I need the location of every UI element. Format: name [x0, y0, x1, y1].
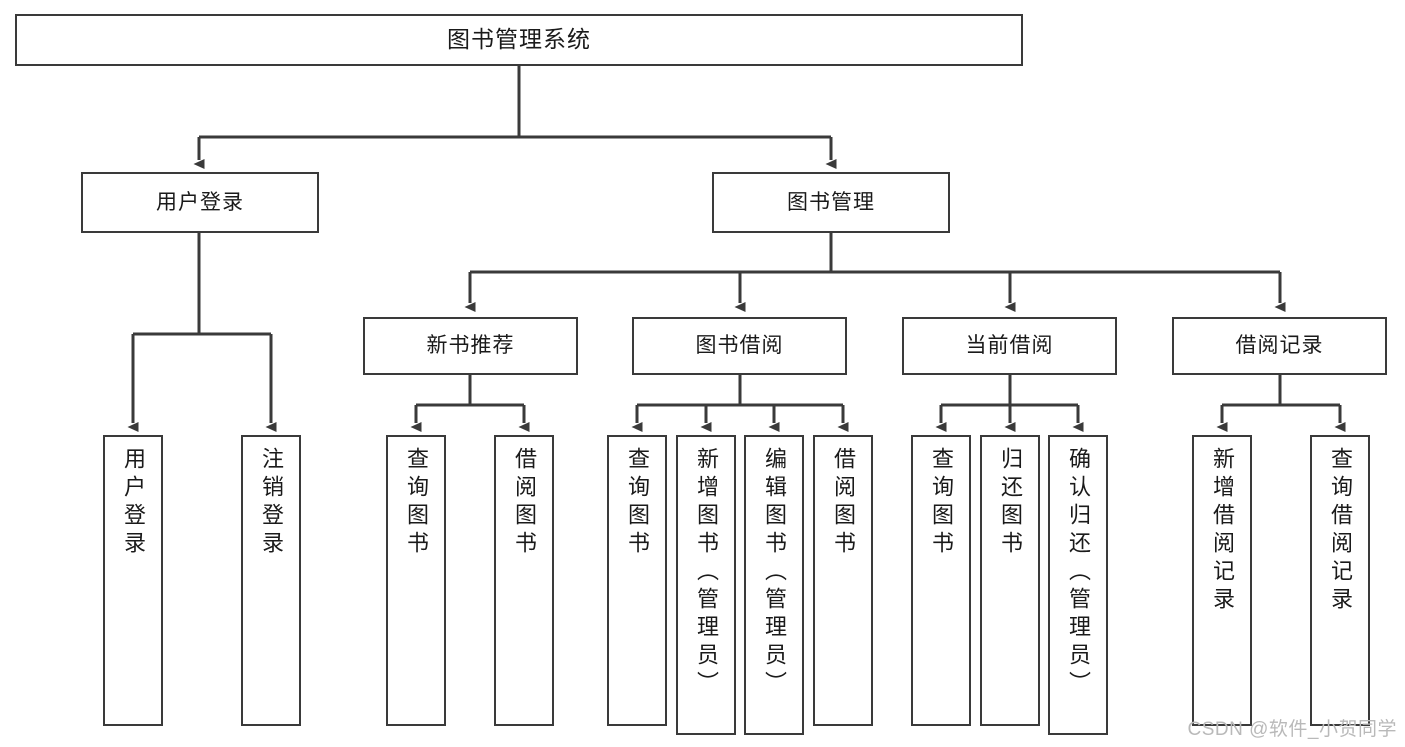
node-leaf-user-login-label: 用户登录 [121, 447, 146, 559]
node-book-management-label: 图书管理 [787, 190, 875, 214]
node-leaf-query-book-borrow[interactable]: 查询图书 [607, 435, 667, 726]
node-leaf-confirm-return-admin-label: 确认归还（管理员） [1066, 447, 1091, 699]
node-leaf-logout[interactable]: 注销登录 [241, 435, 301, 726]
node-leaf-add-book-admin-label: 新增图书（管理员） [694, 447, 719, 699]
node-leaf-return-book[interactable]: 归还图书 [980, 435, 1040, 726]
node-leaf-edit-book-admin-label: 编辑图书（管理员） [762, 447, 787, 699]
node-root-system[interactable]: 图书管理系统 [15, 14, 1023, 66]
node-leaf-edit-book-admin[interactable]: 编辑图书（管理员） [744, 435, 804, 735]
node-leaf-query-book-recommend[interactable]: 查询图书 [386, 435, 446, 726]
node-leaf-query-book-current[interactable]: 查询图书 [911, 435, 971, 726]
node-book-borrow[interactable]: 图书借阅 [632, 317, 847, 375]
node-new-book-recommend-label: 新书推荐 [426, 334, 515, 358]
node-leaf-query-book-recommend-label: 查询图书 [404, 447, 429, 559]
node-book-borrow-label: 图书借阅 [695, 334, 784, 358]
node-leaf-query-book-borrow-label: 查询图书 [625, 447, 650, 559]
node-root-system-label: 图书管理系统 [447, 26, 591, 53]
node-leaf-borrow-book-label: 借阅图书 [831, 447, 856, 559]
node-leaf-query-borrow-record[interactable]: 查询借阅记录 [1310, 435, 1370, 726]
node-current-borrow[interactable]: 当前借阅 [902, 317, 1117, 375]
node-current-borrow-label: 当前借阅 [965, 334, 1054, 358]
node-user-login[interactable]: 用户登录 [81, 172, 319, 233]
watermark-text: CSDN @软件_小贺同学 [1187, 719, 1397, 740]
node-leaf-user-login[interactable]: 用户登录 [103, 435, 163, 726]
node-new-book-recommend[interactable]: 新书推荐 [363, 317, 578, 375]
node-leaf-return-book-label: 归还图书 [998, 447, 1023, 559]
node-leaf-add-borrow-record[interactable]: 新增借阅记录 [1192, 435, 1252, 726]
node-user-login-label: 用户登录 [156, 190, 244, 214]
node-leaf-borrow-book-recommend[interactable]: 借阅图书 [494, 435, 554, 726]
node-borrow-record-label: 借阅记录 [1235, 334, 1324, 358]
node-leaf-borrow-book-recommend-label: 借阅图书 [512, 447, 537, 559]
node-leaf-add-book-admin[interactable]: 新增图书（管理员） [676, 435, 736, 735]
node-leaf-confirm-return-admin[interactable]: 确认归还（管理员） [1048, 435, 1108, 735]
node-leaf-query-book-current-label: 查询图书 [929, 447, 954, 559]
node-leaf-logout-label: 注销登录 [259, 447, 284, 559]
node-book-management[interactable]: 图书管理 [712, 172, 950, 233]
node-leaf-query-borrow-record-label: 查询借阅记录 [1328, 447, 1353, 615]
node-borrow-record[interactable]: 借阅记录 [1172, 317, 1387, 375]
node-leaf-add-borrow-record-label: 新增借阅记录 [1210, 447, 1235, 615]
node-leaf-borrow-book[interactable]: 借阅图书 [813, 435, 873, 726]
